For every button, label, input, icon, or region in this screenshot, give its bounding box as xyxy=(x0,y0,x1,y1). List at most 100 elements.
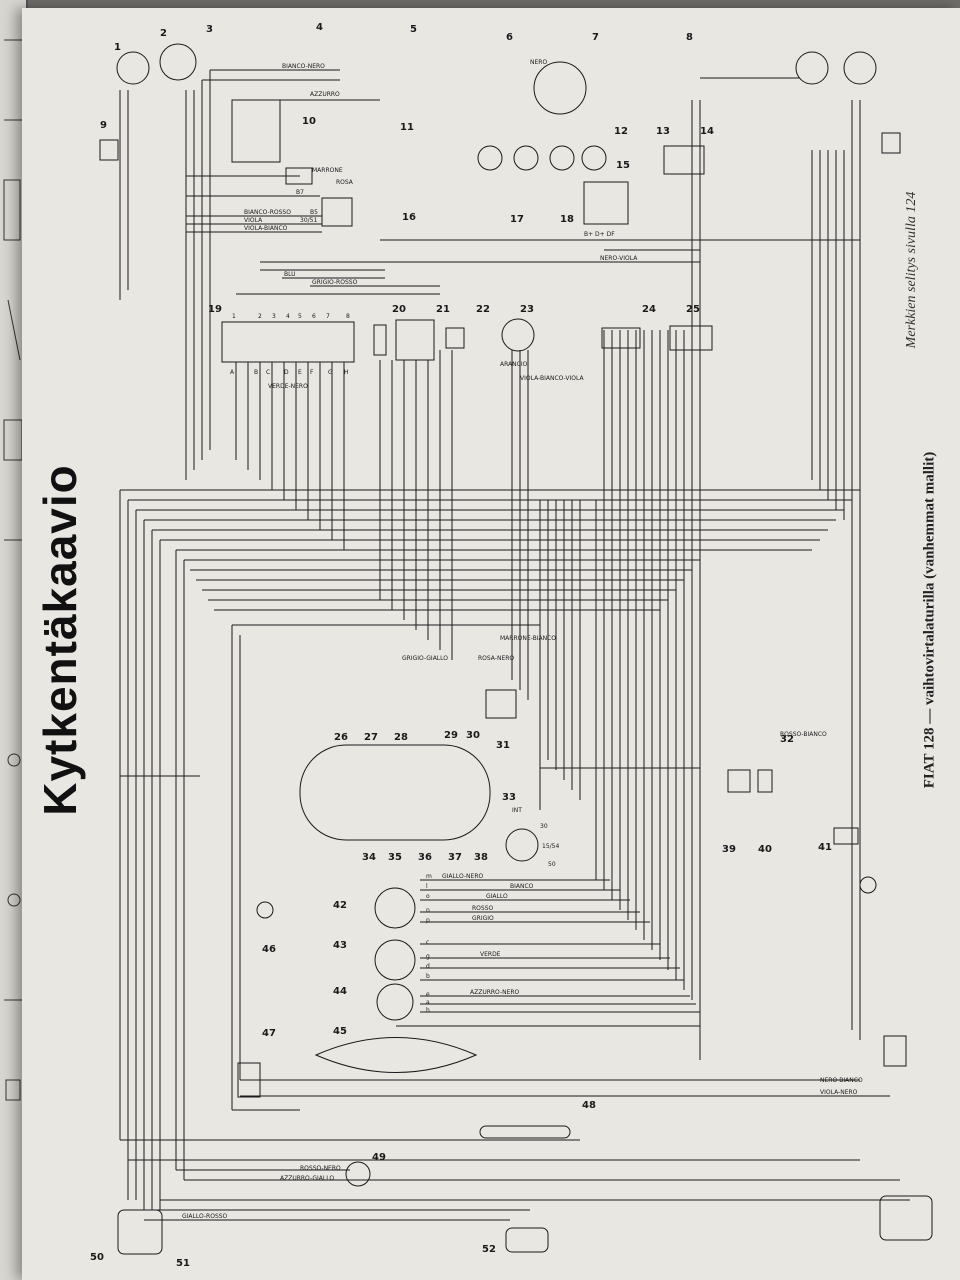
spark-plug-2 xyxy=(549,145,575,171)
ignition-switch-33 xyxy=(505,828,539,862)
component-25 xyxy=(669,325,713,351)
battery xyxy=(231,99,281,163)
light-switch-42 xyxy=(374,887,416,929)
label-13: 13 xyxy=(656,126,670,137)
label-50-left: 50 xyxy=(90,1252,104,1263)
switch-letter-l: l xyxy=(426,883,428,890)
component-39 xyxy=(727,769,751,793)
label-30: 30 xyxy=(466,730,480,741)
label-14: 14 xyxy=(700,126,714,137)
component-48 xyxy=(479,1125,571,1139)
wire-label-rosa-nero: ROSA-NERO xyxy=(478,655,514,662)
label-24: 24 xyxy=(642,304,656,315)
label-26-left: 26 xyxy=(334,732,348,743)
wire-label-verde: VERDE xyxy=(480,951,501,958)
switch-letter-n: n xyxy=(426,907,430,914)
label-6: 6 xyxy=(506,32,513,43)
fuse-letter-a: A xyxy=(230,369,235,376)
label-38: 38 xyxy=(474,852,488,863)
label-15: 15 xyxy=(616,160,630,171)
component-40 xyxy=(757,769,773,793)
terminal-b85: B5 xyxy=(310,209,318,216)
component-23 xyxy=(501,318,535,352)
headlight-left-inner xyxy=(159,43,197,81)
legend-reference-note: Merkkien selitys sivulla 124 xyxy=(904,191,919,349)
wire-label-grigio: GRIGIO xyxy=(472,915,494,922)
switch-letter-a: a xyxy=(426,999,430,1006)
wire-label-bianco-nero: BIANCO-NERO xyxy=(282,63,325,70)
label-21: 21 xyxy=(436,304,450,315)
label-28-top: 28 xyxy=(394,732,408,743)
fuse-number-3: 3 xyxy=(272,313,276,320)
relay-21 xyxy=(395,319,435,361)
label-27: 27 xyxy=(364,732,378,743)
wire-label-rosso-bianco: ROSSO-BIANCO xyxy=(780,731,827,738)
component-49 xyxy=(345,1161,371,1187)
wire-label-bianco: BIANCO xyxy=(510,883,534,890)
terminal-labels: B7 B5 30/51 15/54 30 50 INT B+ D+ DF A B… xyxy=(230,189,615,1014)
fuse-box xyxy=(221,321,355,363)
terminal-b87: B7 xyxy=(296,189,304,196)
wire-label-rosso-nero: ROSSO-NERO xyxy=(300,1165,341,1172)
steering-wheel-45 xyxy=(314,1037,478,1073)
label-37: 37 xyxy=(448,852,462,863)
label-7: 7 xyxy=(592,32,599,43)
wire-label-viola-bianco-viola: VIOLA-BIANCO-VIOLA xyxy=(520,375,584,382)
fuse-number-7: 7 xyxy=(326,313,330,320)
fuse-number-1: 1 xyxy=(232,313,236,320)
wire-label-azzurro: AZZURRO xyxy=(310,91,340,98)
switch-letter-g: g xyxy=(426,953,430,960)
label-44: 44 xyxy=(333,986,347,997)
wire-label-arancio: ARANCIO xyxy=(500,361,528,368)
side-marker-left xyxy=(99,139,119,161)
instrument-cluster xyxy=(299,744,491,841)
component-24 xyxy=(601,327,641,349)
terminal-30-51: 30/51 xyxy=(300,217,317,224)
headlight-left xyxy=(116,51,150,85)
wire-label-nero-viola: NERO-VIOLA xyxy=(600,255,638,262)
fuse-letter-c: C xyxy=(266,369,270,376)
wire-harness xyxy=(99,43,933,1255)
label-22: 22 xyxy=(476,304,490,315)
switch-letter-m: m xyxy=(426,873,432,880)
fuse-letter-d: D xyxy=(284,369,289,376)
wire-label-viola: VIOLA xyxy=(244,217,263,224)
fuse-number-5: 5 xyxy=(298,313,302,320)
fuse-letter-b: B xyxy=(254,369,258,376)
relay-16 xyxy=(321,197,353,227)
label-23: 23 xyxy=(520,304,534,315)
label-16: 16 xyxy=(402,212,416,223)
switch-20 xyxy=(373,324,387,356)
component-number-labels: 1 2 3 4 5 6 7 8 9 10 11 12 13 14 15 16 1… xyxy=(90,22,832,1269)
switch-43 xyxy=(374,939,416,981)
label-18: 18 xyxy=(560,214,574,225)
label-41: 41 xyxy=(818,842,832,853)
wiring-diagram: 1 2 3 4 5 6 7 8 9 10 11 12 13 14 15 16 1… xyxy=(90,22,933,1269)
wire-label-giallo: GIALLO xyxy=(486,893,508,900)
component-41 xyxy=(833,827,859,845)
voltage-regulator xyxy=(583,181,629,225)
wire-label-nero-bianco: NERO-BIANCO xyxy=(820,1077,863,1084)
page-title: Kytkentäkaavio xyxy=(34,464,86,816)
lamp-46-left xyxy=(256,901,274,919)
alternator xyxy=(663,145,705,175)
fuse-number-8: 8 xyxy=(346,313,350,320)
terminal-15-54: 15/54 xyxy=(542,843,559,850)
terminal-int: INT xyxy=(512,807,522,814)
wire-label-nero: NERO xyxy=(530,59,547,66)
wire-label-verde-nero: VERDE-NERO xyxy=(268,383,308,390)
switch-letter-c: c xyxy=(426,939,429,946)
label-51-left: 51 xyxy=(176,1258,190,1269)
label-48: 48 xyxy=(582,1100,596,1111)
label-29: 29 xyxy=(444,730,458,741)
wire-label-giallo-rosso: GIALLO-ROSSO xyxy=(182,1213,228,1220)
component-47-right xyxy=(883,1035,907,1067)
fuse-letter-g: G xyxy=(328,369,333,376)
label-17: 17 xyxy=(510,214,524,225)
wire-label-grigio-rosso: GRIGIO-ROSSO xyxy=(312,279,358,286)
label-36: 36 xyxy=(418,852,432,863)
label-39: 39 xyxy=(722,844,736,855)
label-47-left: 47 xyxy=(262,1028,276,1039)
wire-label-blu: BLU xyxy=(284,271,296,278)
label-31: 31 xyxy=(496,740,510,751)
